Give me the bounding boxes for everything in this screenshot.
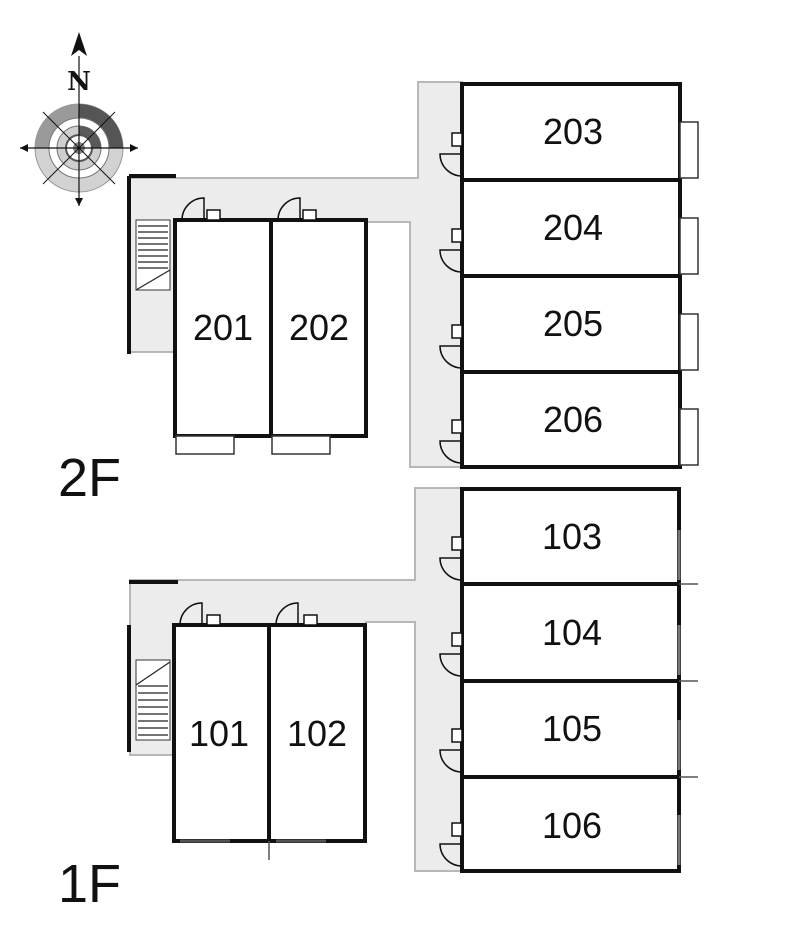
- door-icon: [179, 602, 221, 626]
- room-number: 206: [543, 399, 603, 440]
- door-icon: [181, 197, 221, 221]
- door-icon: [439, 822, 463, 867]
- floor-2f: 201 202 203 204 205: [58, 81, 699, 508]
- unit-202[interactable]: 202: [269, 218, 368, 438]
- unit-101[interactable]: 101: [172, 623, 271, 843]
- door-icon: [439, 132, 463, 177]
- unit-205[interactable]: 205: [460, 274, 682, 374]
- door-icon: [439, 632, 463, 677]
- room-number: 106: [542, 805, 602, 846]
- unit-206[interactable]: 206: [460, 370, 682, 469]
- door-icon: [275, 602, 318, 626]
- balcony: [271, 435, 331, 455]
- room-number: 202: [289, 307, 349, 348]
- room-number: 102: [287, 713, 347, 754]
- balcony: [679, 121, 699, 179]
- unit-201[interactable]: 201: [173, 218, 273, 438]
- room-number: 201: [193, 307, 253, 348]
- door-icon: [439, 728, 463, 773]
- door-icon: [439, 324, 463, 369]
- unit-102[interactable]: 102: [267, 623, 367, 843]
- room-number: 101: [189, 713, 249, 754]
- unit-204[interactable]: 204: [460, 178, 682, 278]
- unit-105[interactable]: 105: [460, 679, 681, 779]
- room-number: 104: [542, 612, 602, 653]
- unit-103[interactable]: 103: [460, 487, 681, 586]
- floor-label-2f: 2F: [58, 448, 121, 508]
- door-icon: [439, 536, 463, 581]
- balcony: [679, 217, 699, 275]
- floor-1f: 101 102 103 104 105 1: [58, 487, 698, 914]
- balcony: [175, 435, 235, 455]
- unit-104[interactable]: 104: [460, 582, 681, 683]
- room-number: 205: [543, 303, 603, 344]
- balcony: [679, 408, 699, 466]
- staircase-2f: [135, 219, 171, 291]
- door-icon: [439, 228, 463, 273]
- floor-label-1f: 1F: [58, 854, 121, 914]
- north-arrow-icon: [71, 32, 87, 56]
- room-number: 105: [542, 708, 602, 749]
- balcony: [679, 313, 699, 371]
- unit-106[interactable]: 106: [460, 775, 681, 873]
- compass-rose-icon: N: [20, 32, 138, 206]
- room-number: 204: [543, 207, 603, 248]
- room-number: 103: [542, 516, 602, 557]
- door-icon: [439, 419, 463, 464]
- room-number: 203: [543, 111, 603, 152]
- staircase-1f: [135, 659, 171, 741]
- door-icon: [277, 197, 317, 221]
- unit-203[interactable]: 203: [460, 82, 682, 182]
